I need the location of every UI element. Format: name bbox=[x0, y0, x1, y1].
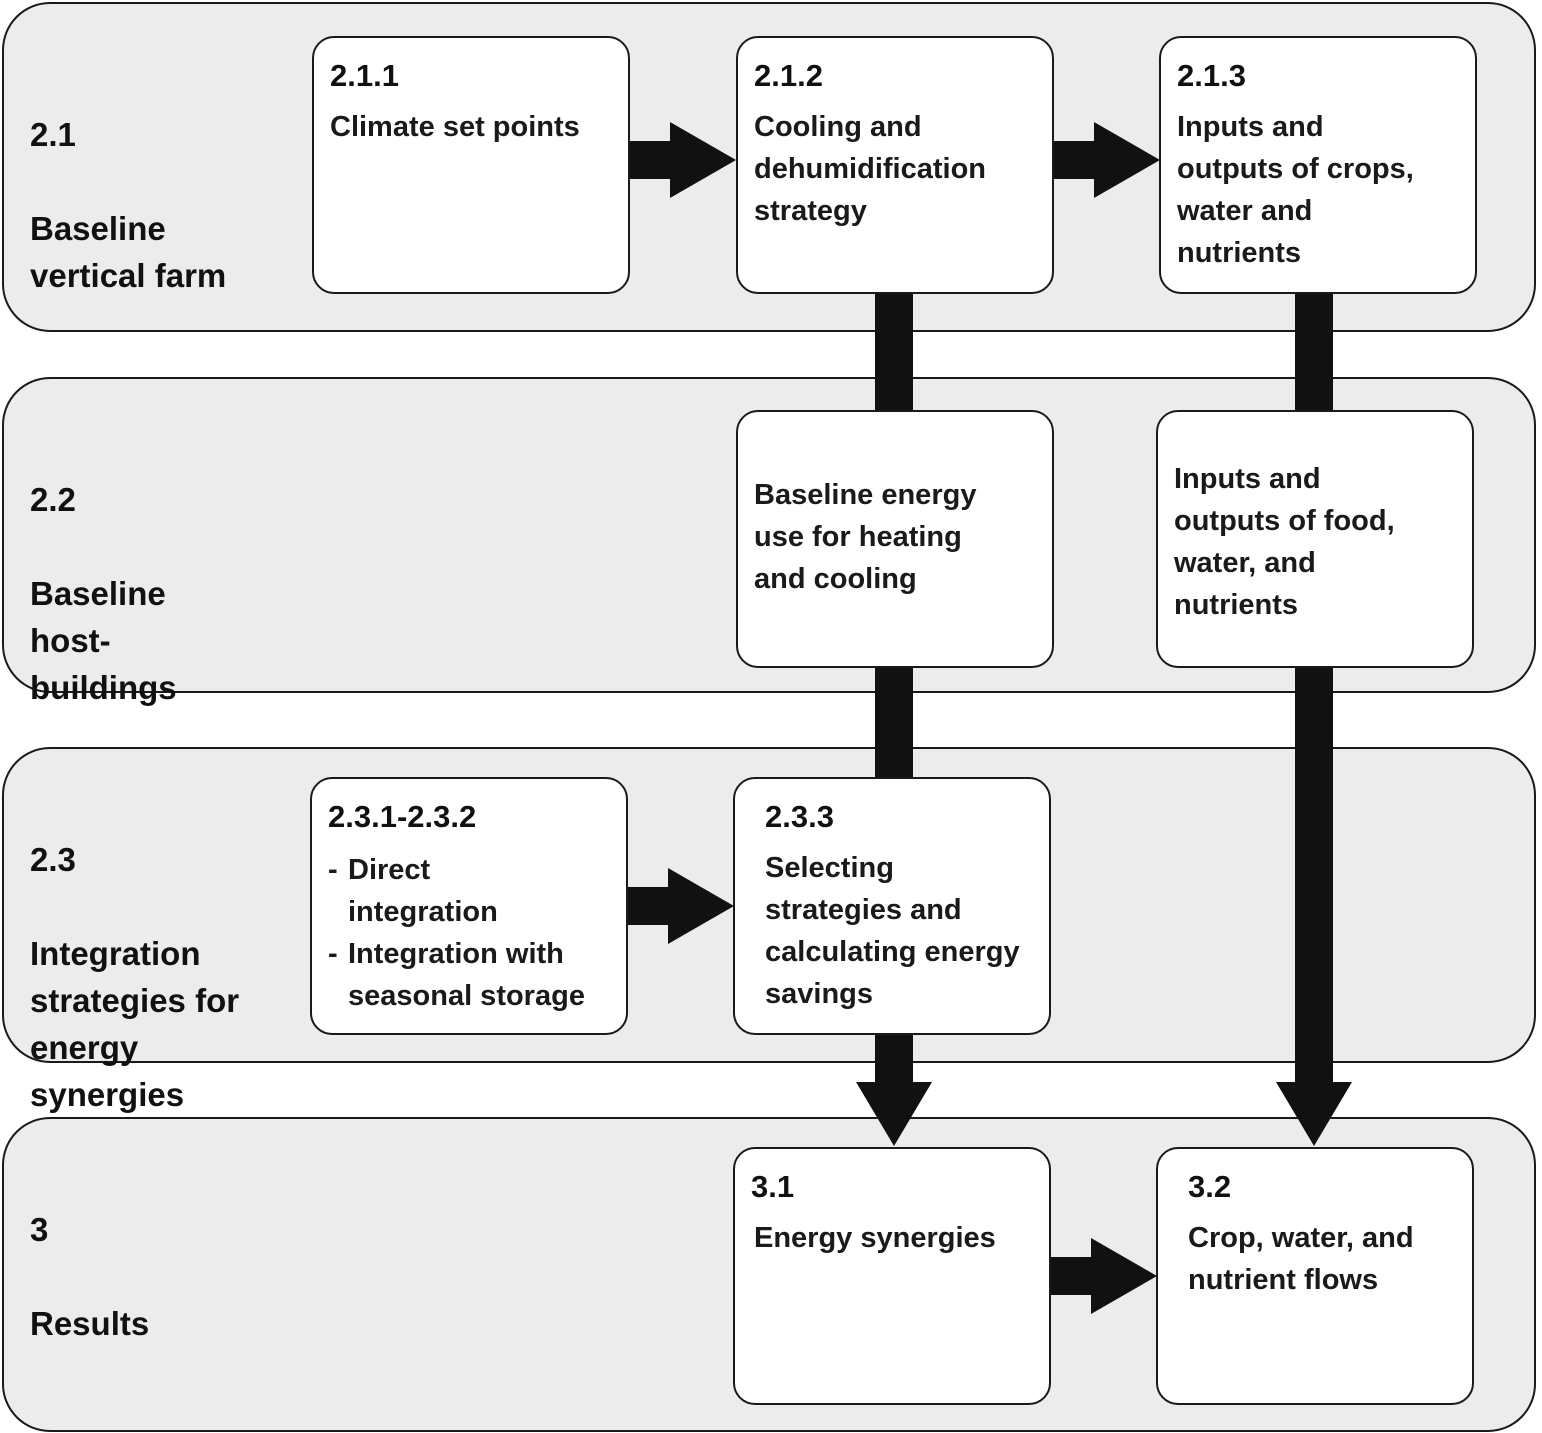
connector-22a-to-233 bbox=[875, 665, 913, 781]
arrow-31-to-32-head bbox=[1091, 1238, 1157, 1314]
band-label-2-1: 2.1 Baseline vertical farm bbox=[30, 64, 226, 346]
box-number: 2.3.3 bbox=[765, 799, 834, 834]
box-number: 3.1 bbox=[751, 1169, 795, 1204]
box-inputs-outputs-food: Inputs and outputs of food, water, and n… bbox=[1156, 410, 1474, 668]
band-number: 2.3 bbox=[30, 841, 76, 878]
band-title: Baseline vertical farm bbox=[30, 210, 227, 294]
connector-212-to-22a bbox=[875, 290, 913, 414]
box-crop-water-nutrient-flows: 3.2 Crop, water, and nutrient flows bbox=[1156, 1147, 1474, 1405]
box-cooling-dehumidification: 2.1.2 Cooling and dehumidification strat… bbox=[736, 36, 1054, 294]
connector-213-to-22b bbox=[1295, 290, 1333, 414]
box-number: 3.2 bbox=[1188, 1169, 1232, 1204]
box-integration-options: 2.3.1-2.3.2 Direct integration Integrati… bbox=[310, 777, 628, 1035]
box-text: Climate set points bbox=[330, 111, 580, 143]
arrow-211-to-212-shaft bbox=[628, 141, 674, 179]
band-number: 2.2 bbox=[30, 481, 76, 518]
list-item-text: Direct integration bbox=[348, 854, 498, 928]
arrow-231-to-233-shaft bbox=[626, 887, 672, 925]
box-text: Inputs and outputs of crops, water and n… bbox=[1177, 111, 1414, 269]
box-selecting-strategies: 2.3.3 Selecting strategies and calculati… bbox=[733, 777, 1051, 1035]
box-number: 2.1.2 bbox=[754, 58, 823, 93]
box-text: Energy synergies bbox=[754, 1222, 996, 1254]
list-item: Direct integration bbox=[326, 849, 620, 933]
arrowhead-down-31 bbox=[856, 1082, 932, 1146]
band-label-3: 3 Results bbox=[30, 1159, 149, 1394]
box-number: 2.1.3 bbox=[1177, 58, 1246, 93]
box-number: 2.1.1 bbox=[330, 58, 399, 93]
band-title: Baseline host- buildings bbox=[30, 575, 177, 706]
box-text: Crop, water, and nutrient flows bbox=[1188, 1222, 1414, 1296]
band-label-2-3: 2.3 Integration strategies for energy sy… bbox=[30, 789, 239, 1165]
band-title: Results bbox=[30, 1305, 150, 1342]
box-text: Selecting strategies and calculating ene… bbox=[765, 852, 1020, 1010]
box-text: Baseline energy use for heating and cool… bbox=[754, 479, 977, 595]
integration-options-list: Direct integration Integration with seas… bbox=[326, 849, 620, 1017]
arrow-231-to-233-head bbox=[668, 868, 734, 944]
arrow-31-to-32-shaft bbox=[1049, 1257, 1095, 1295]
arrow-212-to-213-shaft bbox=[1052, 141, 1098, 179]
band-number: 2.1 bbox=[30, 116, 76, 153]
connector-233-to-31-shaft bbox=[875, 1030, 913, 1084]
arrowhead-down-32 bbox=[1276, 1082, 1352, 1146]
arrow-211-to-212-head bbox=[670, 122, 736, 198]
box-baseline-energy-use: Baseline energy use for heating and cool… bbox=[736, 410, 1054, 668]
band-title: Integration strategies for energy synerg… bbox=[30, 935, 240, 1113]
band-label-2-2: 2.2 Baseline host- buildings bbox=[30, 429, 177, 758]
connector-22b-to-32-shaft bbox=[1295, 665, 1333, 1084]
band-number: 3 bbox=[30, 1211, 49, 1248]
arrow-212-to-213-head bbox=[1094, 122, 1160, 198]
list-item: Integration with seasonal storage bbox=[326, 933, 620, 1017]
box-text: Cooling and dehumidification strategy bbox=[754, 111, 986, 227]
box-energy-synergies: 3.1 Energy synergies bbox=[733, 1147, 1051, 1405]
list-item-text: Integration with seasonal storage bbox=[348, 938, 585, 1012]
box-climate-set-points: 2.1.1 Climate set points bbox=[312, 36, 630, 294]
box-number: 2.3.1-2.3.2 bbox=[328, 799, 477, 834]
box-text: Inputs and outputs of food, water, and n… bbox=[1174, 463, 1395, 621]
box-inputs-outputs-crops: 2.1.3 Inputs and outputs of crops, water… bbox=[1159, 36, 1477, 294]
